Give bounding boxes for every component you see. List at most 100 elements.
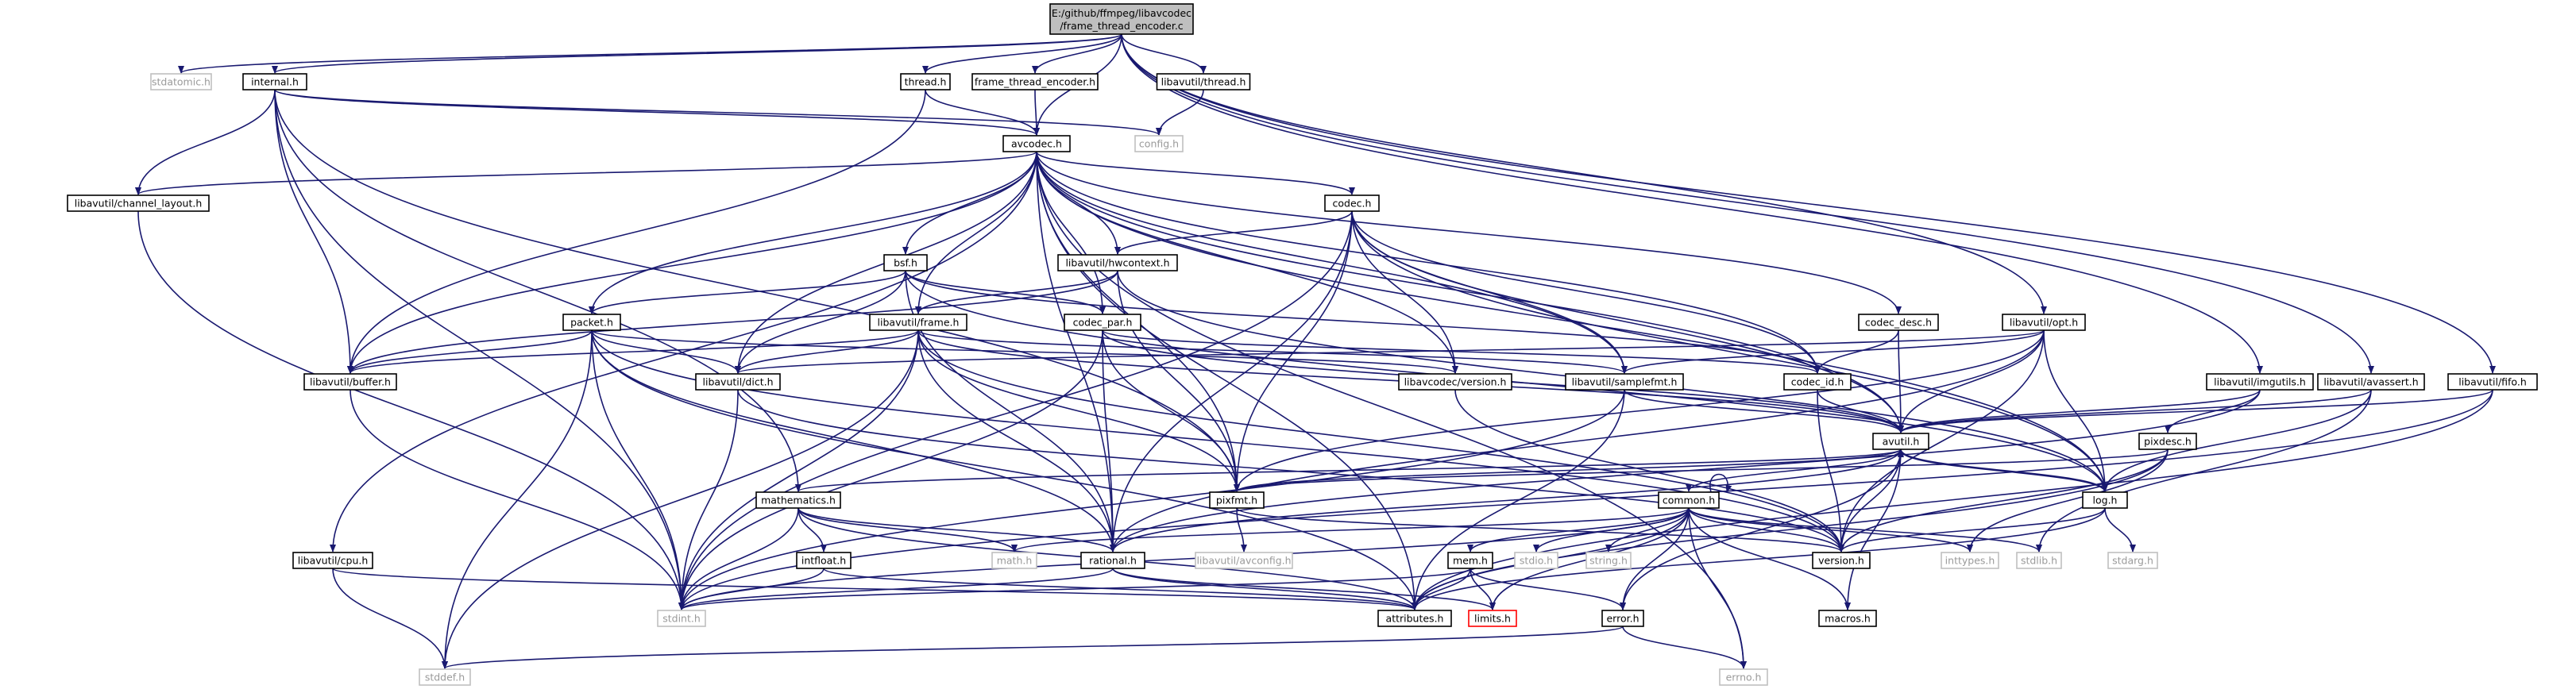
- node-fifo[interactable]: libavutil/fifo.h: [2447, 373, 2538, 391]
- node-packet[interactable]: packet.h: [562, 314, 621, 331]
- edge-thread-to-lubuffer: [347, 89, 926, 374]
- node-codecid[interactable]: codec_id.h: [1783, 373, 1852, 391]
- node-rational[interactable]: rational.h: [1080, 552, 1145, 569]
- node-label: stddef.h: [425, 672, 465, 683]
- node-box: [883, 254, 928, 271]
- edge-root-to-thread: [922, 33, 1122, 74]
- node-stdlib[interactable]: stdlib.h: [2016, 552, 2062, 569]
- edge-opt-to-samplefmt: [1621, 329, 2045, 374]
- node-bsf[interactable]: bsf.h: [883, 254, 928, 271]
- edge-avutil-to-version: [1838, 449, 1902, 552]
- node-internal[interactable]: internal.h: [242, 73, 307, 90]
- node-pixfmt[interactable]: pixfmt.h: [1209, 491, 1265, 509]
- node-errno[interactable]: errno.h: [1719, 668, 1768, 686]
- edge-thread-to-avcodec: [925, 89, 1040, 136]
- node-label: avutil.h: [1883, 436, 1920, 448]
- node-label: bsf.h: [894, 257, 917, 269]
- edge-pixdesc-to-version: [1838, 449, 2169, 552]
- node-label: stdatomic.h: [152, 76, 210, 88]
- node-label: libavutil/fifo.h: [2458, 376, 2527, 388]
- node-label: libavutil/channel_layout.h: [75, 198, 203, 210]
- edge-mem-to-error: [1470, 568, 1626, 610]
- node-config[interactable]: config.h: [1134, 135, 1184, 152]
- node-mathematics[interactable]: mathematics.h: [755, 491, 841, 509]
- node-attributes[interactable]: attributes.h: [1377, 610, 1452, 627]
- node-common[interactable]: common.h: [1658, 491, 1720, 509]
- node-avconfig[interactable]: libavutil/avconfig.h: [1195, 552, 1293, 569]
- edge-bsf-to-codecpar: [905, 270, 1106, 314]
- node-codecdesc[interactable]: codec_desc.h: [1858, 314, 1939, 331]
- node-limits[interactable]: limits.h: [1468, 610, 1517, 627]
- node-avassert[interactable]: libavutil/avassert.h: [2317, 373, 2425, 391]
- edge-opt-to-ludict: [735, 329, 2045, 374]
- edge-common-to-version: [1688, 507, 1844, 552]
- node-log[interactable]: log.h: [2082, 491, 2128, 509]
- node-pixdesc[interactable]: pixdesc.h: [2138, 433, 2197, 450]
- edge-luframe-to-ludict: [735, 329, 919, 374]
- node-string[interactable]: string.h: [1585, 552, 1632, 569]
- node-box: [2107, 552, 2158, 569]
- node-root[interactable]: E:/github/ffmpeg/libavcodec/frame_thread…: [1049, 3, 1194, 35]
- node-math[interactable]: math.h: [991, 552, 1037, 569]
- edge-pixfmt-to-version: [1236, 507, 1844, 552]
- node-mem[interactable]: mem.h: [1447, 552, 1493, 569]
- node-chlayout[interactable]: libavutil/channel_layout.h: [67, 194, 210, 212]
- node-label: version.h: [1818, 555, 1864, 567]
- edge-internal-to-stdint: [274, 89, 685, 610]
- node-label: stdint.h: [662, 613, 701, 625]
- node-label: libavutil/avassert.h: [2323, 376, 2418, 388]
- node-stdio[interactable]: stdio.h: [1514, 552, 1558, 569]
- node-lubuffer[interactable]: libavutil/buffer.h: [303, 373, 397, 391]
- node-lucpu[interactable]: libavutil/cpu.h: [292, 552, 373, 569]
- edge-packet-to-ludict: [591, 329, 741, 374]
- node-box: [1447, 552, 1493, 569]
- node-macros[interactable]: macros.h: [1818, 610, 1877, 627]
- node-error[interactable]: error.h: [1601, 610, 1644, 627]
- node-fte[interactable]: frame_thread_encoder.h: [971, 73, 1099, 90]
- edge-luthread-to-config: [1156, 89, 1204, 136]
- node-luframe[interactable]: libavutil/frame.h: [869, 314, 967, 331]
- node-label: attributes.h: [1386, 613, 1444, 625]
- edge-codec-to-avutil: [1351, 210, 1904, 433]
- edge-intfloat-to-attributes: [823, 568, 1418, 610]
- edge-log-to-attributes: [1412, 507, 2106, 610]
- node-stdint[interactable]: stdint.h: [657, 610, 706, 627]
- node-opt[interactable]: libavutil/opt.h: [2002, 314, 2086, 331]
- node-ludict[interactable]: libavutil/dict.h: [695, 373, 781, 391]
- node-label: config.h: [1139, 138, 1179, 150]
- node-luthread[interactable]: libavutil/thread.h: [1156, 73, 1251, 90]
- node-label: internal.h: [251, 76, 299, 88]
- node-box: [1585, 552, 1632, 569]
- node-thread[interactable]: thread.h: [900, 73, 951, 90]
- node-codec[interactable]: codec.h: [1324, 194, 1380, 212]
- edge-codec-to-rational: [1110, 210, 1353, 552]
- edge-luframe-to-stdint: [678, 329, 919, 610]
- node-inttypes[interactable]: inttypes.h: [1941, 552, 1999, 569]
- edge-root-to-imgutils: [1121, 33, 2263, 374]
- node-stddef[interactable]: stddef.h: [419, 668, 471, 686]
- node-avutil[interactable]: avutil.h: [1872, 433, 1929, 450]
- edge-avcodec-to-luframe: [915, 151, 1037, 314]
- node-samplefmt[interactable]: libavutil/samplefmt.h: [1565, 373, 1684, 391]
- edge-root-to-luthread: [1121, 33, 1207, 74]
- node-stdatomic[interactable]: stdatomic.h: [150, 73, 212, 90]
- edge-packet-to-version: [591, 329, 1844, 552]
- node-box: [2016, 552, 2062, 569]
- node-imgutils[interactable]: libavutil/imgutils.h: [2206, 373, 2314, 391]
- edge-samplefmt-to-avutil: [1624, 389, 1904, 433]
- node-hwctx[interactable]: libavutil/hwcontext.h: [1057, 254, 1178, 271]
- node-box: [562, 314, 621, 331]
- edge-mem-to-attributes: [1412, 568, 1471, 610]
- node-avcodec[interactable]: avcodec.h: [1002, 135, 1071, 152]
- edge-opt-to-pixfmt: [1234, 329, 2045, 492]
- edge-internal-to-chlayout: [135, 89, 276, 195]
- node-label: libavutil/samplefmt.h: [1572, 376, 1678, 388]
- node-lavcver[interactable]: libavcodec/version.h: [1398, 373, 1512, 391]
- node-codecpar[interactable]: codec_par.h: [1064, 314, 1141, 331]
- node-label: libavutil/opt.h: [2010, 317, 2078, 329]
- node-intfloat[interactable]: intfloat.h: [796, 552, 852, 569]
- edge-packet-to-stddef: [442, 329, 593, 669]
- node-version[interactable]: version.h: [1812, 552, 1871, 569]
- node-stdarg[interactable]: stdarg.h: [2107, 552, 2158, 569]
- edge-fifo-to-stdint: [678, 389, 2493, 610]
